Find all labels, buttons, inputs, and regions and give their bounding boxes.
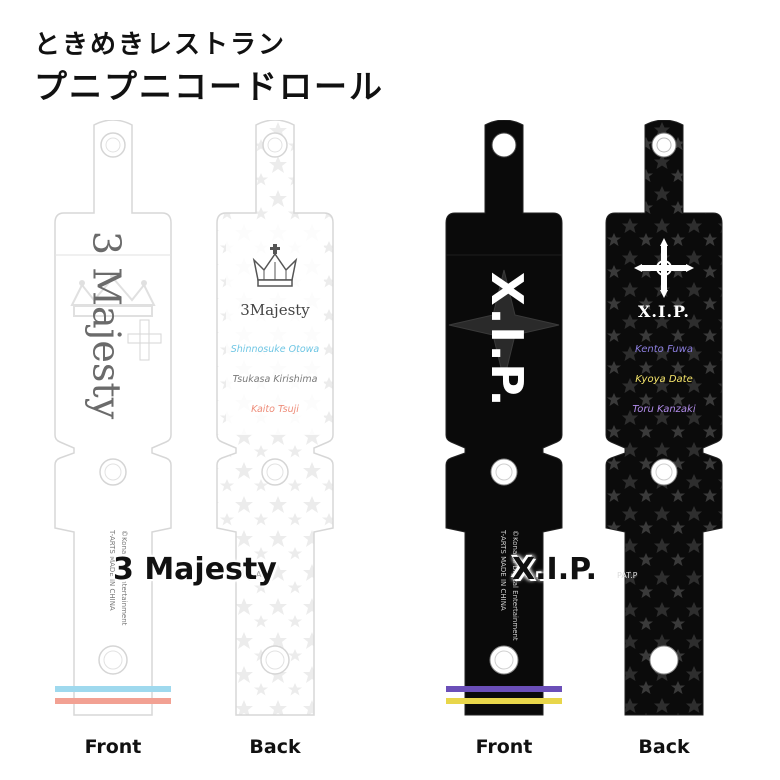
member-name-2: Kyoya Date — [635, 374, 692, 385]
caption-majesty-back: Back — [249, 736, 301, 758]
caption-xip-back: Back — [638, 736, 690, 758]
color-stripe-bottom — [55, 698, 171, 704]
xip-back-pat-mark: PAT.P — [617, 571, 638, 580]
majesty-back-strap: 3Majesty Shinnosuke Otowa Tsukasa Kirish… — [200, 120, 350, 720]
color-stripe-top — [446, 686, 562, 692]
color-stripe-bottom — [446, 698, 562, 704]
caption-xip-front: Front — [475, 736, 533, 758]
crown-icon — [252, 244, 298, 287]
group-label-3-majesty: 3 Majesty — [113, 552, 277, 587]
cross-watermark-icon — [127, 319, 162, 361]
xip-back-strap: X.I.P. Kento Fuwa Kyoya Date Toru Kanzak… — [589, 120, 739, 720]
member-name-3: Kaito Tsuji — [251, 404, 299, 415]
majesty-front-copyright-2: entertainment — [120, 575, 128, 626]
member-name-1: Shinnosuke Otowa — [231, 344, 320, 355]
majesty-back-pat-mark: AT.P — [256, 570, 272, 579]
page-title-line-1: ときめきレストラン — [34, 30, 287, 60]
member-name-1: Kento Fuwa — [635, 344, 693, 355]
page-title-line-2: プニプニコードロール — [34, 67, 384, 106]
majesty-front-copyright: ©Kona — [120, 530, 128, 554]
member-name-3: Toru Kanzaki — [632, 404, 695, 415]
majesty-back-logo: 3Majesty — [240, 301, 310, 319]
xip-front-strap: X.I.P. ©Konami Digital Entertainment T-A… — [429, 120, 579, 720]
majesty-front-strap: 3 Majesty ©Kona entertainment T-ARTS MAD… — [38, 120, 188, 720]
group-label-xip: X.I.P. — [512, 552, 597, 587]
cross-watermark-icon — [448, 269, 560, 381]
xip-front-logo: X.I.P. — [481, 272, 532, 409]
member-name-2: Tsukasa Kirishima — [233, 374, 318, 385]
majesty-front-made-in: T-ARTS MADE IN CHINA — [108, 529, 116, 611]
crown-watermark-icon — [70, 273, 156, 317]
xip-back-logo: X.I.P. — [638, 302, 690, 321]
majesty-front-logo: 3 Majesty — [85, 231, 129, 420]
xip-front-made-in: T-ARTS MADE IN CHINA — [499, 529, 507, 611]
xip-front-copyright: ©Konami Digital Entertainment — [511, 530, 519, 641]
ornate-cross-icon — [634, 238, 694, 298]
caption-majesty-front: Front — [84, 736, 142, 758]
color-stripe-top — [55, 686, 171, 692]
